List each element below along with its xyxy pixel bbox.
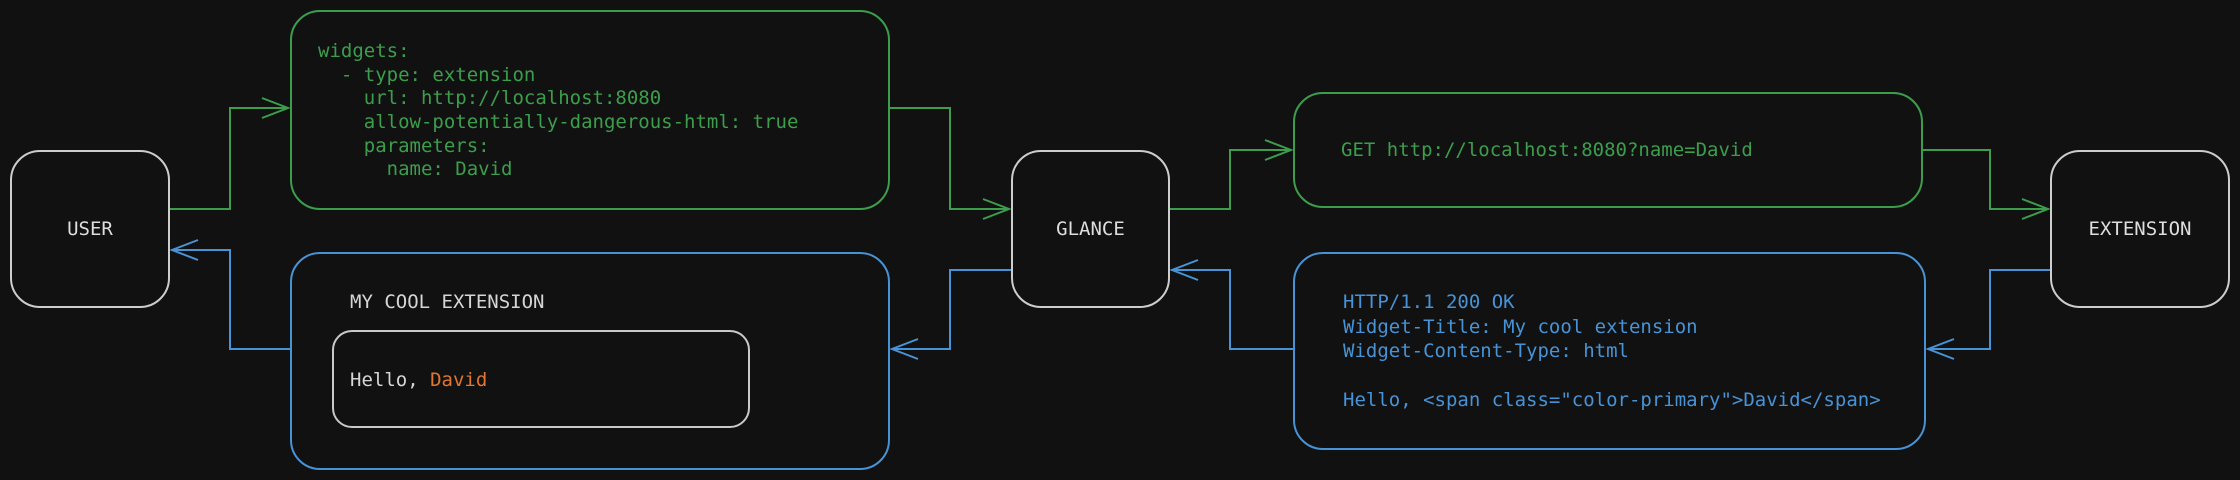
arrow-user-to-config xyxy=(170,97,291,210)
node-extension-label: EXTENSION xyxy=(2088,218,2192,240)
code-line xyxy=(1343,364,1881,389)
greeting-name: David xyxy=(430,369,488,391)
arrow-extension-to-response xyxy=(1925,269,2050,360)
code-line: allow-potentially-dangerous-html: true xyxy=(318,111,799,134)
arrow-config-to-glance xyxy=(890,107,1012,220)
code-line: widgets: xyxy=(318,40,410,62)
node-extension: EXTENSION xyxy=(2050,150,2230,308)
widget-inner-frame: Hello, David xyxy=(332,330,750,428)
greeting-text: Hello, xyxy=(350,369,431,391)
arrow-request-to-extension xyxy=(1923,149,2051,220)
config-yaml-box: widgets: - type: extension url: http://l… xyxy=(290,10,890,210)
node-glance: GLANCE xyxy=(1011,150,1170,308)
node-glance-label: GLANCE xyxy=(1056,218,1125,240)
node-user-label: USER xyxy=(67,218,113,240)
widget-greeting: Hello, David xyxy=(350,368,487,392)
arrow-response-to-glance xyxy=(1169,259,1293,350)
http-response-code: HTTP/1.1 200 OK Widget-Title: My cool ex… xyxy=(1343,290,1881,413)
code-line: name: David xyxy=(318,158,513,181)
code-line: url: http://localhost:8080 xyxy=(318,87,662,110)
http-request-code: GET http://localhost:8080?name=David xyxy=(1341,138,1753,162)
code-line: - type: extension xyxy=(318,63,536,86)
arrow-glance-to-widget xyxy=(889,269,1011,360)
code-line: HTTP/1.1 200 OK xyxy=(1343,291,1515,313)
code-line: Hello, <span class="color-primary">David… xyxy=(1343,389,1881,411)
widget-render-box: MY COOL EXTENSION Hello, David xyxy=(290,252,890,470)
config-yaml-code: widgets: - type: extension url: http://l… xyxy=(318,40,798,182)
http-response-box: HTTP/1.1 200 OK Widget-Title: My cool ex… xyxy=(1293,252,1926,450)
code-line: parameters: xyxy=(318,134,490,157)
http-request-box: GET http://localhost:8080?name=David xyxy=(1293,92,1923,208)
code-line: Widget-Content-Type: html xyxy=(1343,340,1629,362)
code-line: Widget-Title: My cool extension xyxy=(1343,315,1698,338)
arrow-widget-to-user xyxy=(169,239,290,350)
arrow-glance-to-request xyxy=(1170,139,1294,210)
code-line: GET http://localhost:8080?name=David xyxy=(1341,139,1753,161)
node-user: USER xyxy=(10,150,170,308)
widget-title: MY COOL EXTENSION xyxy=(350,291,545,313)
